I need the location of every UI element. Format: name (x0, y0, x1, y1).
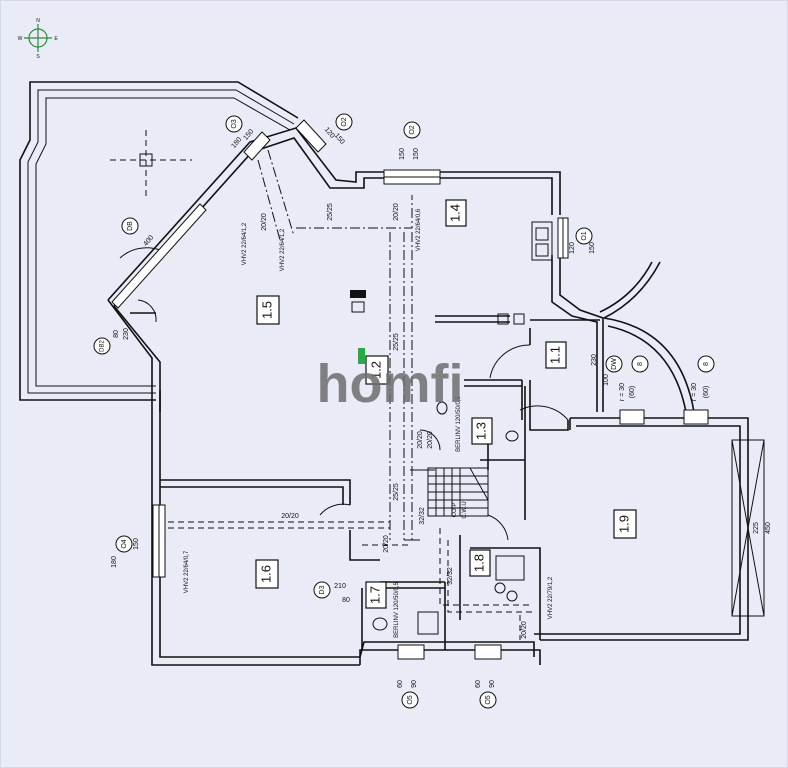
dim-o2-150a: 150 (399, 148, 406, 160)
marker-o2: O2 (409, 125, 416, 134)
survey-mark-icon (110, 130, 192, 196)
compass-south: S (36, 54, 40, 60)
beam-5: 20/20 (417, 431, 424, 449)
interior-walls (159, 315, 600, 650)
dim-dw-230: 230 (591, 354, 598, 366)
dim-r30-left: r = 30 (619, 383, 626, 401)
vent-6: BERLINV 120/50/0,5 (456, 395, 462, 451)
opening-markers: O3 O2 O2 O1 O4 O5 O5 D3 DB DB2 DW 8 8 (93, 113, 715, 709)
dim-r60-left: (60) (629, 386, 636, 398)
vent-7: BERLINV 120/50/0,5 (394, 581, 400, 637)
beam-1: 20/20 (261, 213, 268, 231)
marker-o5-right: O5 (485, 695, 492, 704)
vent-8: CO.P (452, 503, 458, 518)
marker-8-left: 8 (637, 362, 644, 366)
dim-r30-right: r = 30 (691, 383, 698, 401)
marker-db: DB (127, 221, 134, 231)
marker-dw: DW (611, 358, 618, 370)
vent-5: VHV2 22/79/1,2 (548, 576, 554, 619)
beam-8: 20/20 (383, 535, 390, 553)
vent-9: C.W.U (462, 501, 468, 518)
vent-3: VHV2 22/64/1,2 (280, 228, 286, 271)
dim-o1-150: 150 (589, 242, 596, 254)
dim-o4-180: 180 (111, 556, 118, 568)
dim-d3-210: 210 (334, 583, 346, 590)
room-1-4: 1.4 (447, 204, 462, 222)
windows (111, 119, 709, 660)
marker-o4: O4 (121, 539, 128, 548)
dim-o4-150: 150 (133, 538, 140, 550)
staircase (427, 467, 489, 517)
room-1-6: 1.6 (258, 565, 273, 583)
room-1-7: 1.7 (367, 586, 382, 604)
room-1-8: 1.8 (471, 554, 486, 572)
marker-db2: DB2 (100, 340, 106, 352)
dim-garage-225: 225 (753, 522, 760, 534)
vent-1: VHV2 22/64/0,6 (416, 208, 422, 251)
marker-d3: D3 (319, 585, 326, 594)
beam-11: 32/32 (447, 567, 454, 585)
watermark-text: homfi (317, 354, 464, 414)
dim-o5a-60: 60 (397, 680, 404, 688)
marker-o3: O3 (231, 119, 238, 128)
compass-east: E (54, 36, 58, 42)
dim-o5b-90: 90 (489, 680, 496, 688)
marker-o1: O1 (581, 231, 588, 240)
beam-6: 25/25 (393, 483, 400, 501)
room-1-2: 1.2 (368, 361, 383, 379)
beam-10: 20/20 (427, 431, 434, 449)
room-1-3: 1.3 (473, 422, 488, 440)
dim-o2-150b: 150 (413, 148, 420, 160)
dim-r60-right: (60) (703, 386, 710, 398)
door-swings (119, 247, 569, 541)
beam-7: 20/20 (281, 513, 299, 520)
beam-3: 20/20 (393, 203, 400, 221)
beam-4: 25/25 (393, 333, 400, 351)
room-labels: 1.5 1.2 1.4 1.1 1.3 1.9 1.6 1.7 1.8 (255, 199, 637, 609)
beam-2: 25/25 (327, 203, 334, 221)
vent-2: VHV2 22/64/1,2 (242, 222, 248, 265)
terrace-outline (19, 81, 299, 401)
garage-door (731, 439, 765, 617)
vent-4: VHV2 22/64/0,7 (184, 550, 190, 593)
beam-12: 20/20 (521, 621, 528, 639)
beam-labels: 20/20 25/25 20/20 25/25 20/20 25/25 20/2… (261, 203, 528, 639)
compass-north: N (36, 18, 40, 24)
dim-o5a-90: 90 (411, 680, 418, 688)
beam-lines (168, 149, 534, 640)
watermark-logo: homfi (317, 348, 464, 414)
dim-d3-80: 80 (342, 597, 350, 604)
curved-walls (599, 261, 695, 413)
vent-labels: VHV2 22/64/0,6 VHV2 22/64/1,2 VHV2 22/64… (184, 208, 554, 638)
dim-garage-450: 450 (765, 522, 772, 534)
marker-o6: O2 (341, 117, 348, 126)
marker-o5-left: O5 (407, 695, 414, 704)
dim-db2-230: 230 (123, 328, 130, 340)
dim-dw-100: 100 (603, 374, 610, 386)
fireplace-icon (350, 290, 366, 313)
beam-9: 32/32 (419, 507, 426, 525)
room-1-5: 1.5 (259, 301, 274, 319)
room-1-1: 1.1 (547, 346, 562, 364)
compass-icon: N S E W (18, 18, 59, 60)
dim-o5b-60: 60 (475, 680, 482, 688)
room-1-9: 1.9 (616, 515, 631, 533)
dim-db2-80: 80 (113, 330, 120, 338)
compass-west: W (18, 36, 23, 42)
dim-o1-120: 120 (569, 242, 576, 254)
fixtures (372, 221, 553, 635)
marker-8-right: 8 (703, 362, 710, 366)
